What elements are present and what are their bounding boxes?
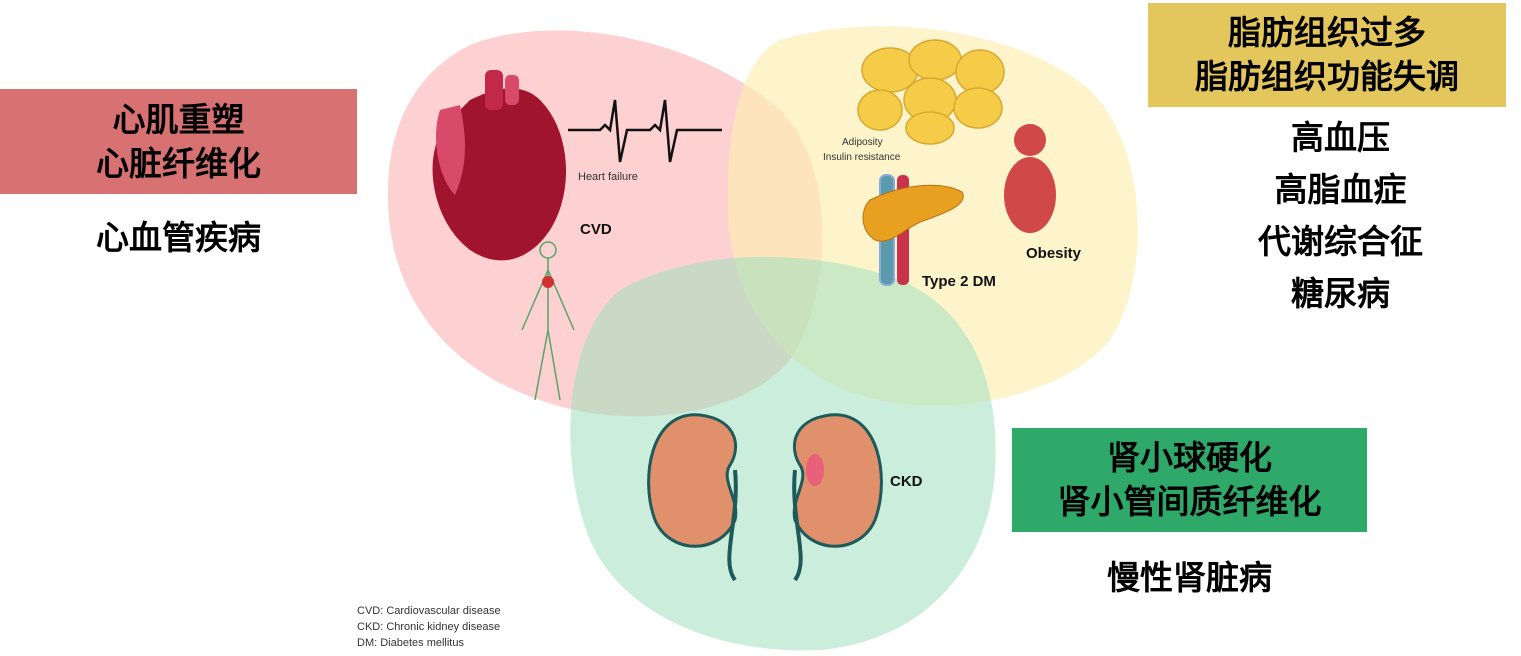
cvd-label: CVD: [580, 221, 612, 238]
ckd-title: 慢性肾脏病: [1107, 558, 1272, 597]
cvd-mechanism-line2: 心脏纤维化: [96, 143, 261, 183]
abbreviation-legend: CVD: Cardiovascular disease CKD: Chronic…: [357, 603, 501, 651]
adipose-mechanism-line2: 脂肪组织功能失调: [1195, 57, 1459, 96]
adipose-mechanism-line1: 脂肪组织过多: [1228, 13, 1426, 52]
kidneys-icon: [647, 413, 883, 582]
cvd-title: 心血管疾病: [96, 218, 261, 257]
metabolic-item: 代谢综合征: [1258, 222, 1423, 261]
metabolic-disease-list: 高血压 高脂血症 代谢综合征 糖尿病: [1148, 112, 1521, 320]
metabolic-item: 高脂血症: [1274, 170, 1407, 209]
obesity-label: Obesity: [1026, 245, 1082, 262]
ckd-blob: [570, 256, 996, 651]
kidney-mechanism-line1: 肾小球硬化: [1107, 438, 1272, 477]
legend-item: CVD: Cardiovascular disease: [357, 605, 501, 617]
heart-icon: [432, 70, 567, 261]
adipose-mechanism-box: 脂肪组织过多 脂肪组织功能失调: [1148, 3, 1506, 107]
legend-item: CKD: Chronic kidney disease: [357, 621, 501, 633]
vascular-system-icon: [521, 241, 575, 401]
kidney-mechanism-line2: 肾小管间质纤维化: [1057, 482, 1322, 521]
metabolic-item: 高血压: [1291, 118, 1390, 157]
cvd-mechanism-line1: 心肌重塑: [112, 99, 245, 139]
cvd-mechanism-box: 心肌重塑 心脏纤维化: [0, 89, 357, 194]
metabolic-item: 糖尿病: [1291, 274, 1390, 313]
obese-person-icon: [1004, 124, 1056, 233]
ckd-label: CKD: [890, 473, 923, 490]
ecg-line-icon: [568, 99, 722, 163]
adiposity-label: Adiposity: [842, 137, 883, 148]
legend-item: DM: Diabetes mellitus: [357, 637, 464, 649]
pancreas-icon: [862, 174, 964, 286]
fat-cells-icon: [857, 39, 1005, 145]
type2dm-label: Type 2 DM: [922, 273, 996, 290]
kidney-mechanism-box: 肾小球硬化 肾小管间质纤维化: [1012, 428, 1367, 532]
insulin-resistance-label: Insulin resistance: [823, 152, 901, 163]
heart-failure-label: Heart failure: [578, 171, 638, 183]
